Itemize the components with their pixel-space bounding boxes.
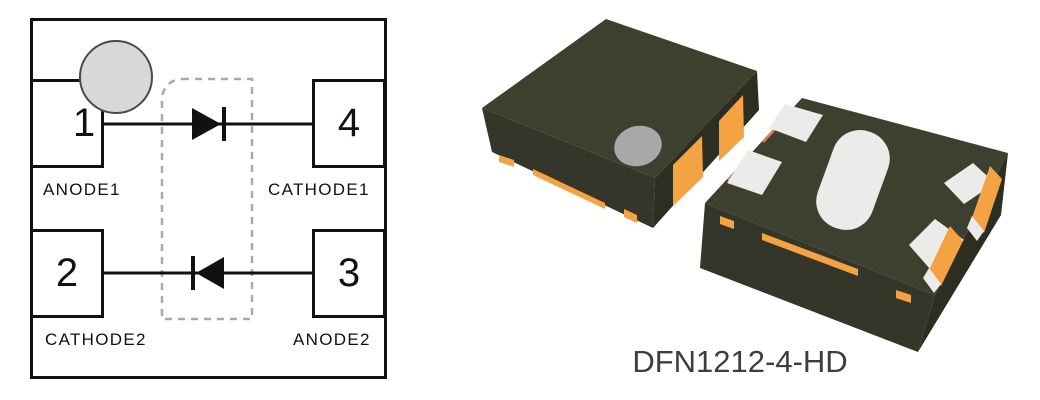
package-top-view (482, 19, 759, 228)
chip2-pad-3 (909, 219, 964, 269)
chip2-thermal-pad (816, 130, 890, 230)
chip2-front-left-face (700, 203, 935, 352)
chip1-left-face (482, 108, 655, 228)
chip1-right-face (653, 71, 759, 228)
pin-1-function-label: ANODE1 (43, 180, 121, 199)
chip1-side-pad-right-lower (673, 136, 703, 206)
chip1-side-pad-left-small (499, 155, 514, 167)
package-bottom-view (700, 98, 1008, 352)
chip2-pad-1 (769, 104, 823, 142)
chip1-top-face (482, 19, 757, 178)
chip1-side-pad-front-small (624, 209, 637, 223)
pin-1-box: 1 (30, 79, 104, 168)
pin-4-number: 4 (337, 101, 361, 145)
chip2-right-face (918, 153, 1008, 352)
pin-2-box: 2 (30, 229, 104, 318)
chip2-solder-fringe-a (762, 111, 792, 143)
chip2-side-pad-upper (972, 166, 1002, 233)
pin-3-number: 3 (337, 251, 361, 295)
pin-4-function-label: CATHODE1 (268, 180, 370, 199)
chip1-side-pad-right-upper (719, 95, 744, 161)
chip1-bottom-seam-strip (533, 169, 605, 209)
pin-3-function-label: ANODE2 (293, 330, 371, 349)
chip2-front-pad-small-right (896, 290, 911, 303)
chip2-side-pad-lower (929, 226, 963, 286)
pin-2-number: 2 (55, 251, 79, 295)
chip2-pad-4 (944, 163, 995, 204)
package-name-caption: DFN1212-4-HD (632, 344, 848, 379)
chip2-side-notch-upper (967, 216, 984, 241)
chip2-solder-fringe-b (727, 157, 750, 181)
chip2-bottom-seam-strip (762, 233, 858, 276)
chip2-bottom-face (705, 98, 1008, 295)
pin-4-box: 4 (312, 79, 386, 168)
chip2-pad-2 (727, 150, 782, 195)
pin-3-box: 3 (312, 229, 386, 318)
chip2-front-pad-small-left (720, 216, 734, 229)
pin-2-function-label: CATHODE2 (45, 330, 147, 349)
pin-1-number: 1 (72, 101, 96, 145)
chip2-side-notch-lower (923, 268, 941, 293)
chip1-pin1-dot (614, 125, 662, 167)
